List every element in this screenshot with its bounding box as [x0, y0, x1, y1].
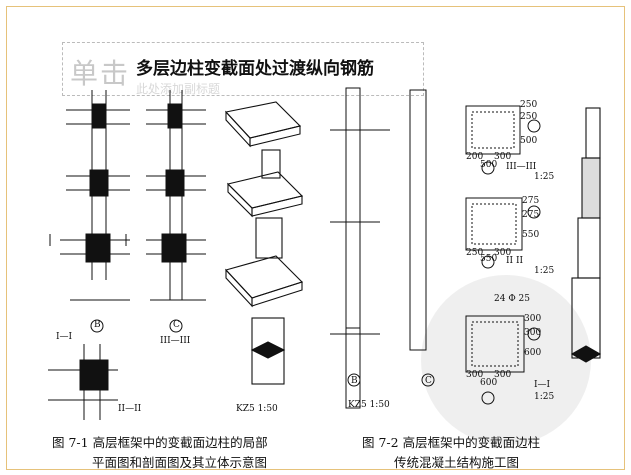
fig2-section-i-label: I—I: [534, 380, 551, 390]
dim-bot-5: 600: [480, 378, 498, 388]
dim-mid-5: 550: [480, 254, 498, 264]
fig2-3d-column: [570, 107, 602, 363]
fig2-section-iii-label: III—III: [506, 162, 537, 172]
dim-mid-3: 250: [466, 248, 484, 258]
fig2-scale-label: KZ5 1:50: [348, 400, 390, 410]
fig1-axis-c: C: [173, 320, 180, 330]
dim-mid-0: 275: [522, 196, 540, 206]
fig2-rebar-note: 24 Φ 25: [494, 294, 531, 304]
dim-top-2: 500: [520, 136, 538, 146]
ghost-placeholder-text: 单击: [70, 57, 131, 90]
dim-mid-1: 275: [522, 210, 540, 220]
dim-bot-4: 300: [494, 370, 512, 380]
dim-mid-2: 550: [522, 230, 540, 240]
dim-top-1: 250: [520, 112, 538, 122]
fig1-caption-line2: 平面图和剖面图及其立体示意图: [92, 455, 268, 470]
dim-top-0: 250: [520, 100, 538, 110]
dim-mid-4: 300: [494, 248, 512, 258]
fig2-elevations: [330, 87, 435, 409]
fig1-section-i-label: I—I: [56, 332, 73, 342]
fig2-section-ii-label: II II: [506, 256, 524, 266]
dim-bot-3: 300: [466, 370, 484, 380]
dim-top-4: 300: [494, 152, 512, 162]
title-placeholder[interactable]: [62, 42, 424, 96]
fig2-caption-line1: 图 7-2 高层框架中的变截面边柱: [362, 435, 541, 450]
fig1-section-iii-label: III—III: [160, 336, 191, 346]
fig1-section-ii-label: II—II: [118, 404, 142, 414]
fig2-caption-line2: 传统混凝土结构施工图: [394, 455, 520, 470]
fig2-scale-125-b: 1:25: [534, 266, 555, 276]
fig1-caption-line1: 图 7-1 高层框架中的变截面边柱的局部: [52, 435, 268, 450]
fig2-axis-b: B: [351, 376, 358, 386]
fig1-axis-b: B: [94, 320, 101, 330]
fig2-scale-125-c: 1:25: [534, 392, 555, 402]
fig1-plan-sections: [48, 90, 304, 420]
fig1-scale-label: KZ5 1:50: [236, 404, 278, 414]
ghost-subtitle-text: 此处添加副标题: [136, 82, 221, 96]
dim-bot-2: 600: [524, 348, 542, 358]
watermark-seal: [421, 275, 591, 445]
fig2-cross-sections: [465, 105, 541, 405]
dim-bot-0: 300: [524, 314, 542, 324]
fig2-axis-c: C: [425, 376, 432, 386]
dim-bot-1: 300: [524, 328, 542, 338]
dim-top-5: 500: [480, 160, 498, 170]
fig2-scale-125-a: 1:25: [534, 172, 555, 182]
dim-top-3: 200: [466, 152, 484, 162]
slide-title: 多层边柱变截面处过渡纵向钢筋: [136, 59, 374, 79]
